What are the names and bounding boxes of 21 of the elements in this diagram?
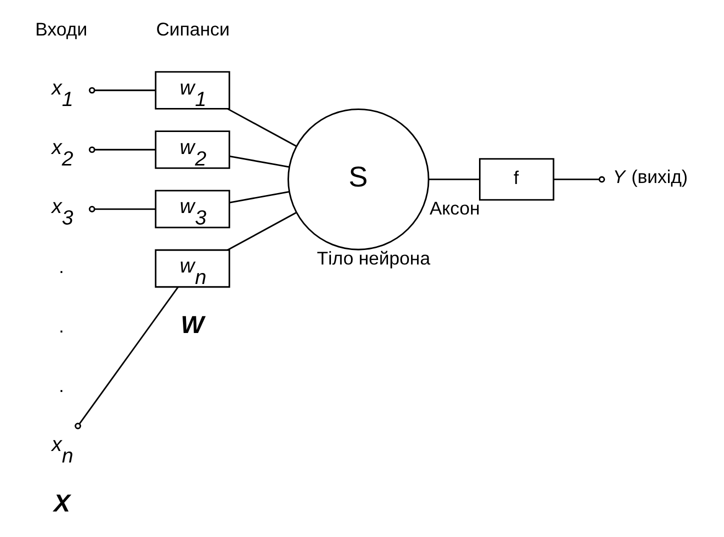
label: .	[58, 256, 64, 278]
node-circle: S	[288, 108, 430, 250]
label: .	[58, 315, 64, 336]
connector	[227, 108, 297, 147]
connector	[227, 212, 297, 251]
node-box: f	[479, 158, 554, 201]
connector	[88, 87, 156, 94]
connector	[554, 176, 606, 183]
node-label: Аксон	[430, 198, 480, 219]
node-text: Y (вихід)	[612, 166, 688, 187]
connector	[88, 206, 156, 212]
label: X	[54, 490, 70, 518]
label: Входи	[35, 18, 88, 40]
label: .	[58, 374, 64, 396]
label: W	[180, 312, 204, 340]
connector	[88, 146, 156, 153]
connector	[428, 178, 480, 180]
connector	[74, 286, 179, 430]
label: Сипанси	[156, 18, 230, 40]
connector	[229, 191, 290, 204]
connector	[229, 155, 290, 168]
